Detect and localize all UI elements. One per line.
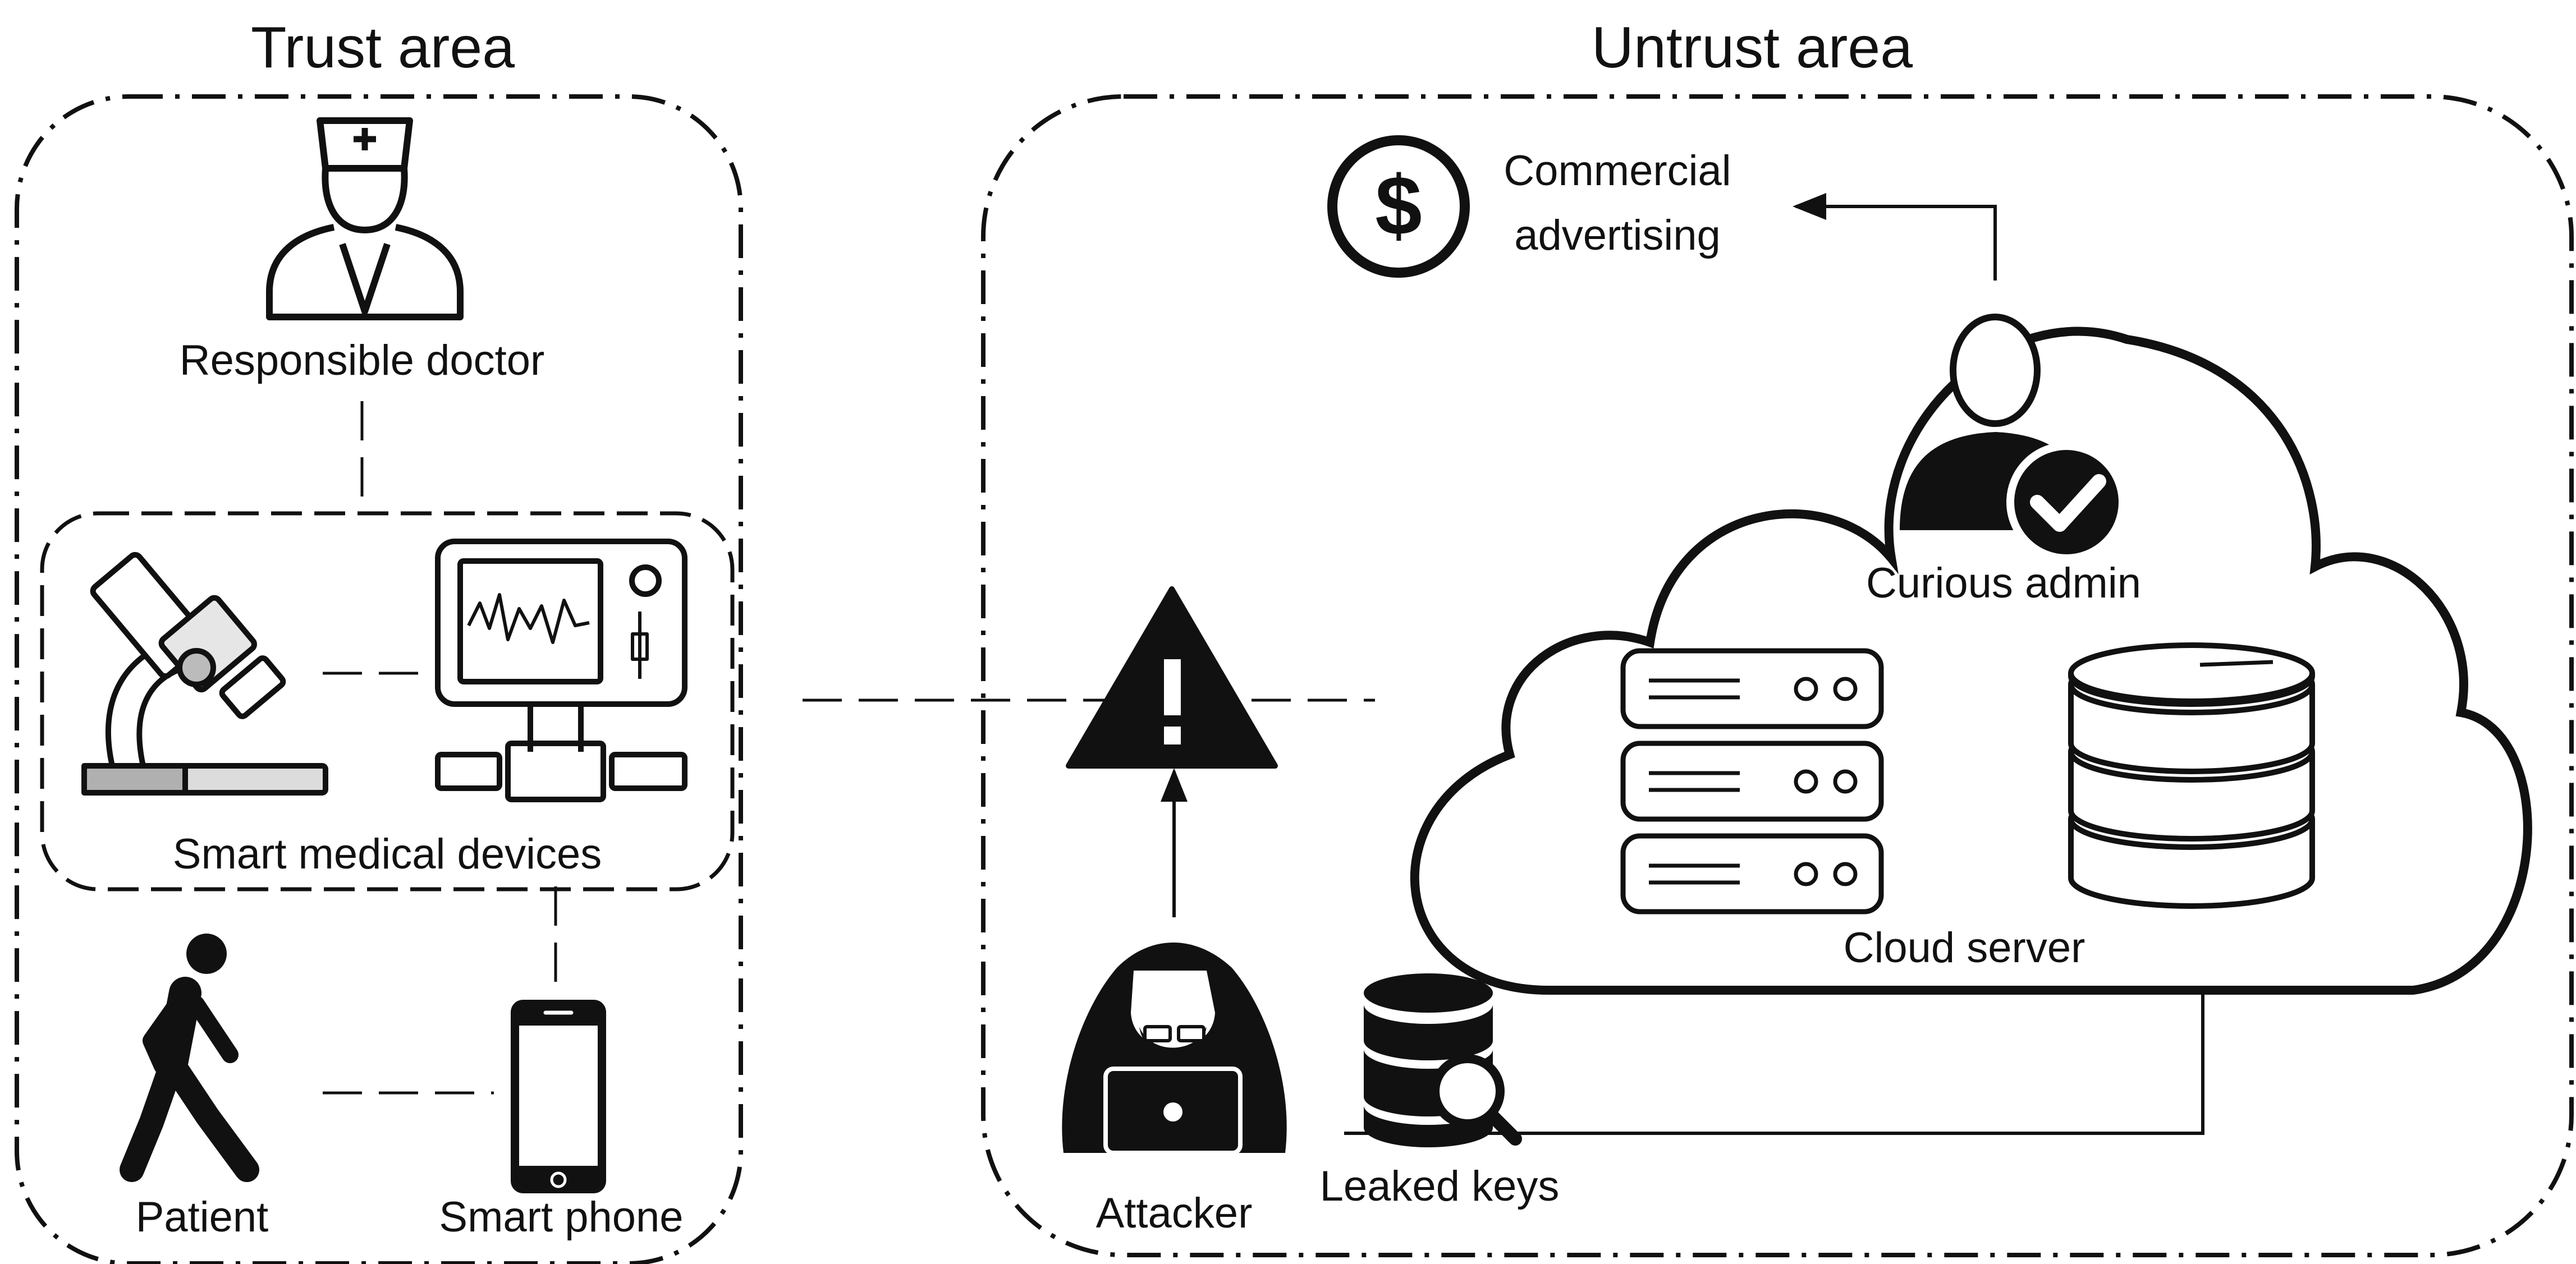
database-search-icon bbox=[1364, 973, 1522, 1147]
cloud-label: Cloud server bbox=[1844, 924, 2085, 972]
trust-area-title: Trust area bbox=[251, 15, 515, 80]
advertising-label-line1: Commercial bbox=[1504, 147, 1731, 195]
devices-label: Smart medical devices bbox=[173, 830, 602, 878]
walking-person-icon bbox=[120, 934, 259, 1182]
svg-text:$: $ bbox=[1375, 158, 1422, 252]
doctor-label: Responsible doctor bbox=[180, 337, 545, 384]
untrust-area-boundary bbox=[981, 94, 2574, 1257]
untrust-area-title: Untrust area bbox=[1592, 15, 1913, 80]
admin-to-advertising-arrow bbox=[1793, 193, 1997, 281]
phone-label: Smart phone bbox=[439, 1193, 683, 1241]
admin-check-icon bbox=[1900, 314, 2126, 562]
cloud-server-boundary bbox=[1410, 327, 2532, 995]
advertising-label-line2: advertising bbox=[1514, 212, 1721, 259]
keys-to-database-arrow bbox=[1344, 922, 2216, 1135]
keys-label: Leaked keys bbox=[1320, 1162, 1560, 1210]
database-icon bbox=[2068, 642, 2315, 909]
dollar-icon: $ bbox=[1327, 135, 1470, 278]
medical-monitor-icon bbox=[435, 539, 687, 802]
doctor-icon bbox=[266, 117, 464, 320]
server-rack-icon bbox=[1620, 648, 1884, 914]
smartphone-icon bbox=[511, 1000, 606, 1193]
trust-area-boundary bbox=[15, 94, 743, 1264]
warning-icon bbox=[1066, 586, 1278, 769]
smart-devices-boundary bbox=[40, 511, 735, 891]
hacker-icon bbox=[1062, 943, 1287, 1155]
admin-label: Curious admin bbox=[1866, 559, 2141, 607]
attacker-label: Attacker bbox=[1096, 1189, 1253, 1237]
patient-label: Patient bbox=[136, 1193, 269, 1241]
microscope-icon bbox=[81, 551, 328, 796]
